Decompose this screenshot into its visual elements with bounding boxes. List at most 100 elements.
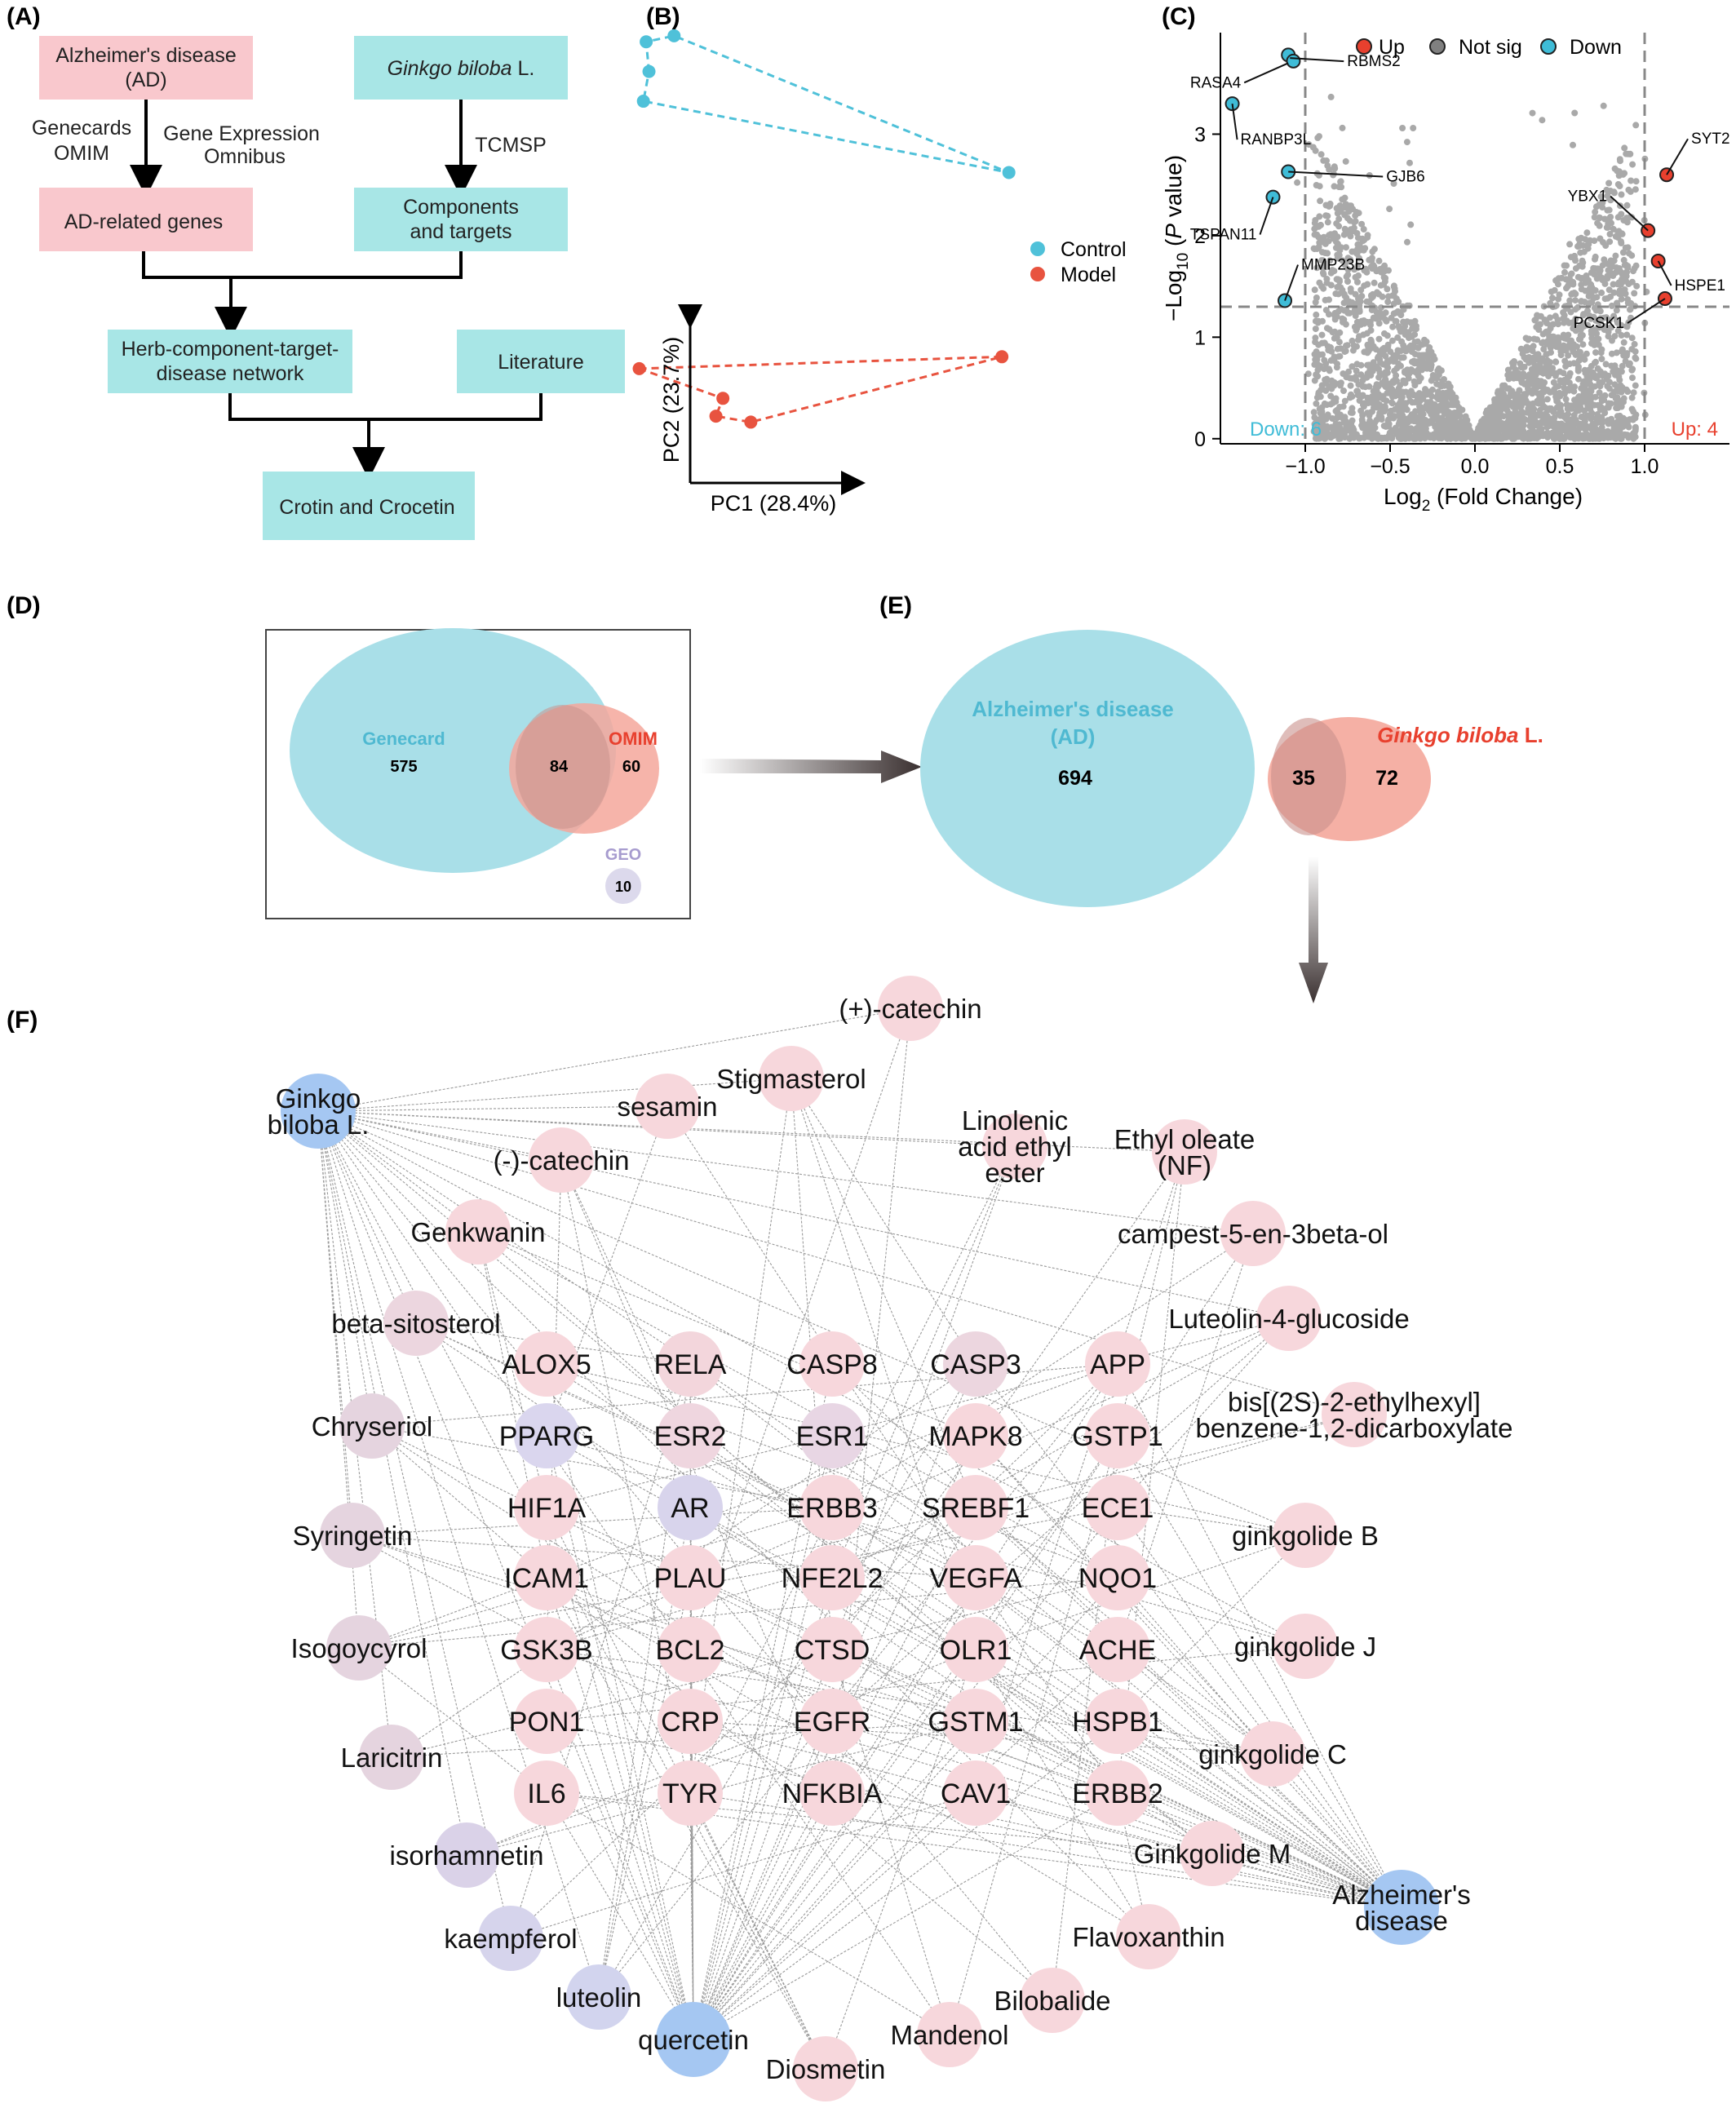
target-node: GSK3B <box>500 1617 593 1682</box>
arrow-d-to-e <box>700 751 922 783</box>
target-node-circle <box>658 1331 723 1397</box>
hub-node-label: disease <box>1355 1906 1448 1936</box>
target-node-circle <box>943 1403 1008 1468</box>
hub-node-circle <box>1364 1870 1439 1945</box>
result-label: Crotin and Crocetin <box>279 496 454 519</box>
target-node-circle <box>658 1403 723 1468</box>
target-node-label: VEGFA <box>929 1563 1022 1594</box>
component-node-label: ginkgolide B <box>1232 1521 1379 1551</box>
hub-node-circle <box>656 2002 731 2077</box>
component-node-circle <box>1273 1503 1338 1568</box>
target-node: SREBF1 <box>922 1475 1030 1540</box>
literature-box <box>457 330 625 393</box>
component-node: (-)-catechin <box>494 1127 629 1193</box>
target-node-circle <box>799 1617 865 1682</box>
target-node-label: ERBB3 <box>786 1493 878 1524</box>
component-node-label: Laricitrin <box>341 1743 443 1773</box>
target-node: AR <box>658 1475 723 1540</box>
volcano-leader-line <box>1259 197 1274 235</box>
venn-e-overlap <box>1271 718 1346 835</box>
volcano-gene-label: MMP23B <box>1301 257 1365 274</box>
target-node: NFKBIA <box>782 1760 883 1826</box>
component-node-label: Bilobalide <box>994 1986 1110 2016</box>
volcano-xtick-label: 0.0 <box>1461 455 1490 478</box>
component-node-circle <box>529 1127 594 1193</box>
volcano-gene-label: HSPE1 <box>1675 277 1725 294</box>
volcano-gene-label: GJB6 <box>1386 168 1425 185</box>
component-node-circle <box>478 1906 543 1971</box>
component-node-circle <box>359 1725 424 1790</box>
component-node-circle <box>878 976 943 1041</box>
venn-e-ad-l2: (AD) <box>1051 724 1096 749</box>
volcano-xtick-label: 0.5 <box>1546 455 1574 478</box>
target-node-label: PON1 <box>509 1707 585 1738</box>
target-node: ICAM1 <box>504 1545 589 1610</box>
flowchart: Alzheimer's disease (AD) Ginkgo biloba L… <box>32 36 625 540</box>
merge-line-1 <box>142 251 463 279</box>
volcano-gene-label: RANBP3L <box>1241 131 1312 148</box>
pca-point-model <box>744 415 758 429</box>
target-node-circle <box>799 1545 865 1610</box>
volcano-ytick-label: 0 <box>1194 428 1206 451</box>
target-node: CASP8 <box>786 1331 878 1397</box>
component-node-circle <box>1322 1382 1387 1447</box>
venn-e-ad-count: 694 <box>1058 767 1092 790</box>
volcano-gene-label: TSPAN11 <box>1190 227 1257 244</box>
hub-node-label: biloba L. <box>268 1109 370 1140</box>
target-node: OLR1 <box>940 1617 1012 1682</box>
venn-d-overlap <box>516 705 610 829</box>
target-node-circle <box>943 1689 1008 1754</box>
target-node-label: AR <box>671 1493 709 1524</box>
target-node-label: ESR1 <box>796 1421 869 1452</box>
component-node-circle <box>434 1822 499 1888</box>
volcano-marks: RBMS2RASA4RANBP3LGJB6TSPAN11MMP23BSYT2YB… <box>1190 33 1730 444</box>
component-node: kaempferol <box>444 1906 578 1971</box>
volcano-legend-ns-swatch <box>1429 38 1446 55</box>
target-node-circle <box>943 1331 1008 1397</box>
ginkgo-box <box>354 36 568 100</box>
merge-line-2 <box>228 393 542 421</box>
pca-point-control <box>667 29 681 42</box>
volcano-point-down <box>1286 53 1301 69</box>
label-tcmsp: TCMSP <box>475 134 547 157</box>
target-node-circle <box>943 1760 1008 1826</box>
pca-legend-model-swatch <box>1030 267 1045 281</box>
component-node: Flavoxanthin <box>1072 1904 1225 1969</box>
component-node-circle <box>320 1503 385 1568</box>
target-node-label: CAV1 <box>941 1778 1011 1809</box>
component-node-label: ginkgolide J <box>1234 1632 1376 1662</box>
component-node: Syringetin <box>293 1503 412 1568</box>
component-node-label: benzene-1,2-dicarboxylate <box>1196 1413 1513 1443</box>
pca-hull-control <box>641 34 1010 174</box>
component-node-circle <box>1240 1721 1305 1787</box>
component-node-label: Ethyl oleate <box>1114 1124 1255 1154</box>
pca-legend-model: Model <box>1061 264 1116 286</box>
target-node-label: HIF1A <box>507 1493 587 1524</box>
component-node-label: Stigmasterol <box>716 1064 866 1094</box>
volcano-leader-line <box>1657 260 1672 286</box>
volcano-leader-line <box>1666 138 1689 175</box>
target-node: GSTP1 <box>1072 1403 1163 1468</box>
target-node-label: ERBB2 <box>1072 1778 1163 1809</box>
target-node: CRP <box>658 1689 723 1754</box>
target-node-circle <box>514 1617 579 1682</box>
target-node-circle <box>1085 1403 1150 1468</box>
target-node-circle <box>1085 1617 1150 1682</box>
pca-point-control <box>640 35 653 49</box>
component-node-circle <box>1020 1968 1085 2033</box>
venn-e-ginkgo-label: Ginkgo biloba L. <box>1377 723 1543 747</box>
ad-genes-box <box>39 188 253 251</box>
volcano-ylabel: −Log10 (P value) <box>1161 155 1192 321</box>
volcano-legend-down: Down <box>1570 36 1622 59</box>
target-node-circle <box>1085 1475 1150 1540</box>
venn-d-geo-set <box>605 868 641 904</box>
component-node: Stigmasterol <box>716 1046 866 1111</box>
target-node: NFE2L2 <box>782 1545 883 1610</box>
volcano-ytick-label: 1 <box>1194 326 1206 349</box>
component-node-circle <box>383 1291 449 1356</box>
target-node-circle <box>514 1689 579 1754</box>
hub-node-circle <box>281 1074 356 1149</box>
panel-label-a: (A) <box>7 3 41 30</box>
target-node: RELA <box>654 1331 727 1397</box>
pca-xlabel: PC1 (28.4%) <box>711 491 837 516</box>
